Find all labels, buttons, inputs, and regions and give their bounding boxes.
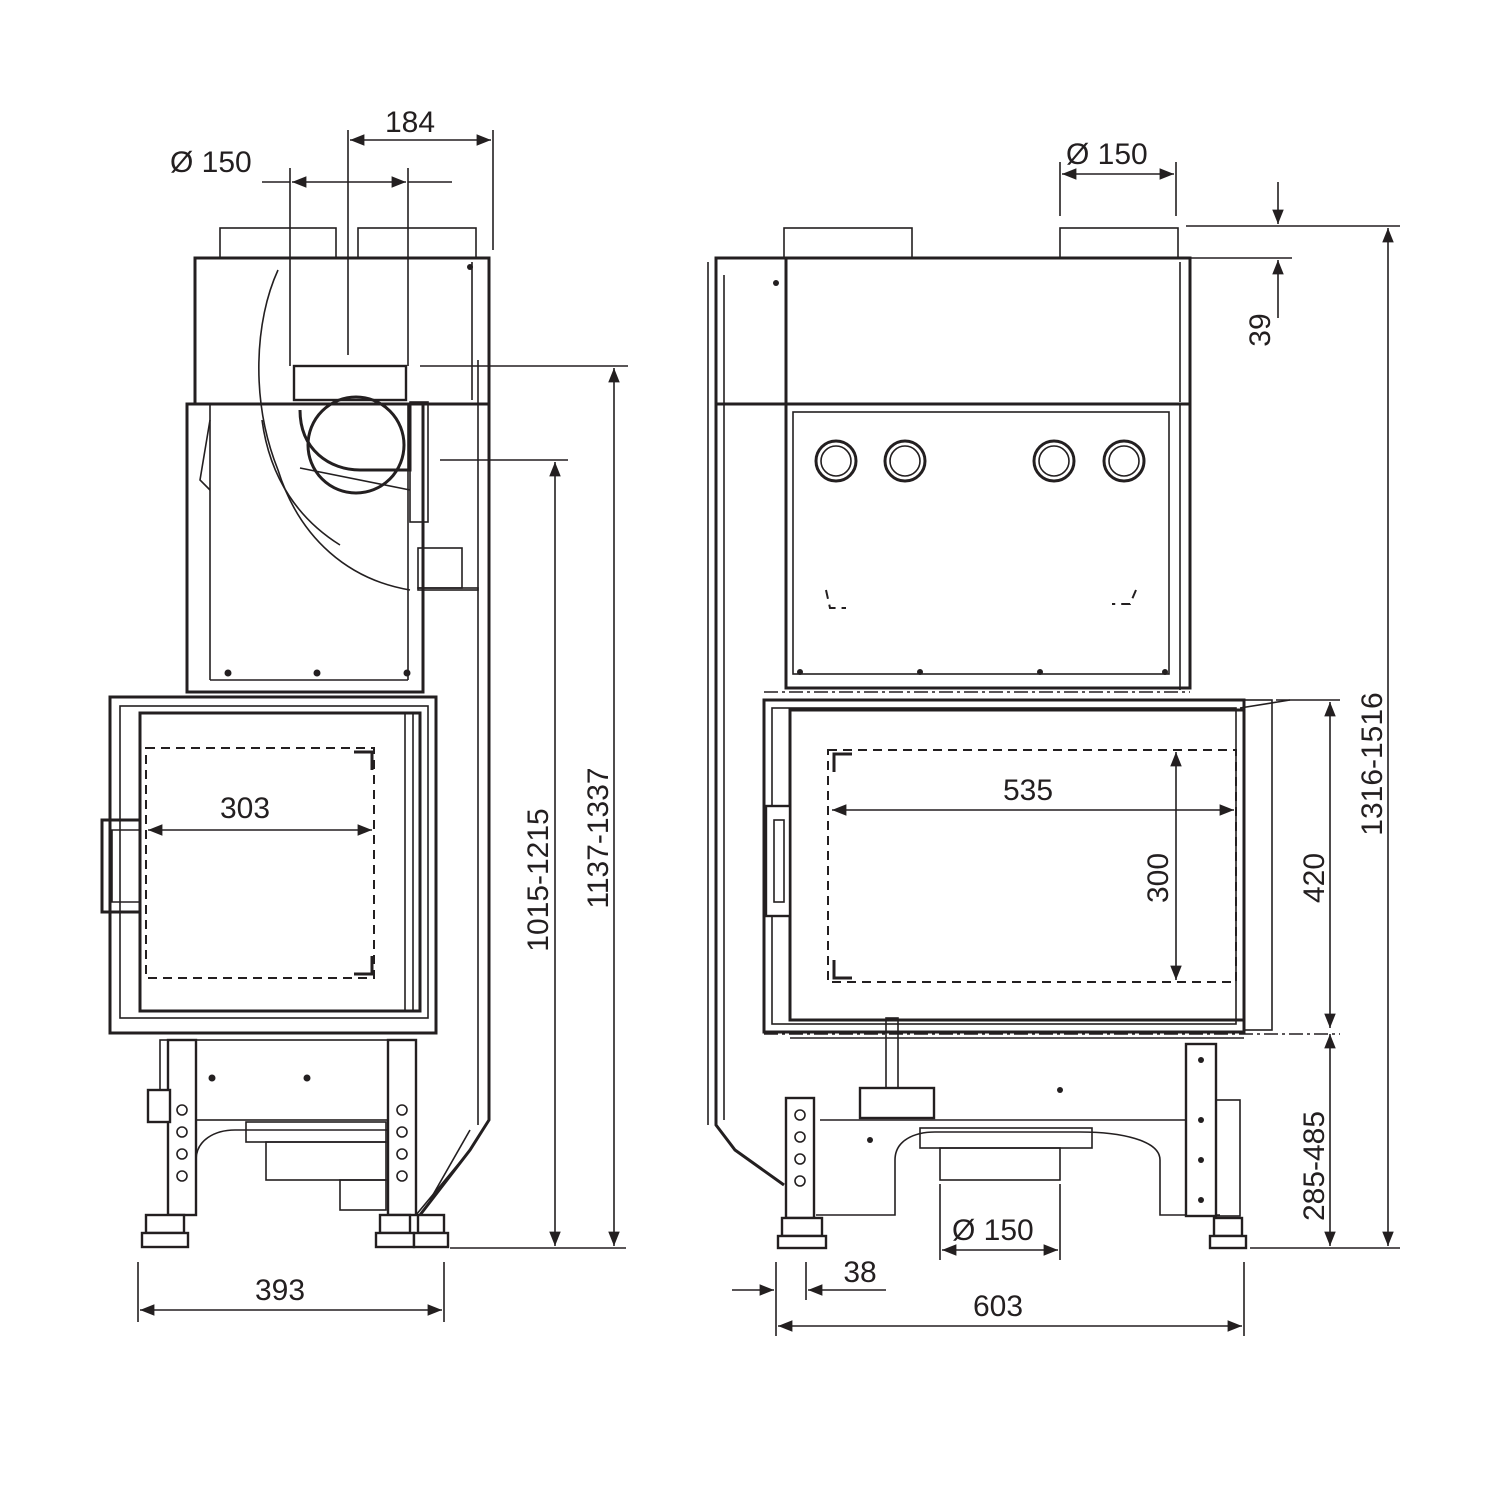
front-left-panel [714,258,785,1187]
front-door-handle [764,804,792,918]
dim-front-air-inlet-diameter: Ø 150 [952,1214,1034,1247]
side-flue-outlet [306,395,406,495]
dim-front-overall-height: 1316-1516 [1356,692,1389,835]
dim-front-collar-height: 39 [1244,313,1277,346]
dim-front-leg-offset: 38 [843,1256,876,1289]
side-door-handle [100,818,140,914]
dim-side-height-door: 1015-1215 [522,808,555,951]
side-firebox [145,747,375,979]
side-screws [224,669,411,677]
side-leg-slots [176,1104,408,1182]
front-body [784,402,1192,690]
front-firebox [827,749,1237,983]
front-flue-collar-left [783,227,913,259]
front-view [707,227,1340,1250]
side-door-frame [108,695,438,1035]
front-leg-slots [794,1109,806,1187]
dim-front-leg-height: 285-485 [1298,1111,1331,1221]
dim-side-overall-depth: 393 [255,1274,305,1307]
dim-side-firebox-width: 303 [220,792,270,825]
front-flue-collar-right [1059,227,1179,259]
front-vent-holes [814,439,1146,483]
dim-front-firebox-height: 300 [1142,853,1175,903]
side-flue-collar-right [357,227,477,259]
front-screws [797,669,1168,675]
dim-front-door-height: 420 [1298,853,1331,903]
dim-side-flue-diameter: Ø 150 [170,146,252,179]
dim-front-overall-width: 603 [973,1290,1023,1323]
side-body [185,402,425,694]
dim-front-flue-diameter: Ø 150 [1066,138,1148,171]
side-flue-collar-left [219,227,337,259]
side-view [100,227,491,1249]
front-dimensions: Ø 150 39 1316-1516 535 300 420 285-485 Ø… [732,138,1400,1336]
dim-front-firebox-width: 535 [1003,774,1053,807]
dim-side-flue-spacing: 184 [385,106,435,139]
dim-side-height-flue: 1137-1337 [582,767,615,908]
side-rear-channel [418,258,491,1216]
side-dimensions: 184 Ø 150 303 393 1015-1215 1137-1337 [137,106,628,1322]
